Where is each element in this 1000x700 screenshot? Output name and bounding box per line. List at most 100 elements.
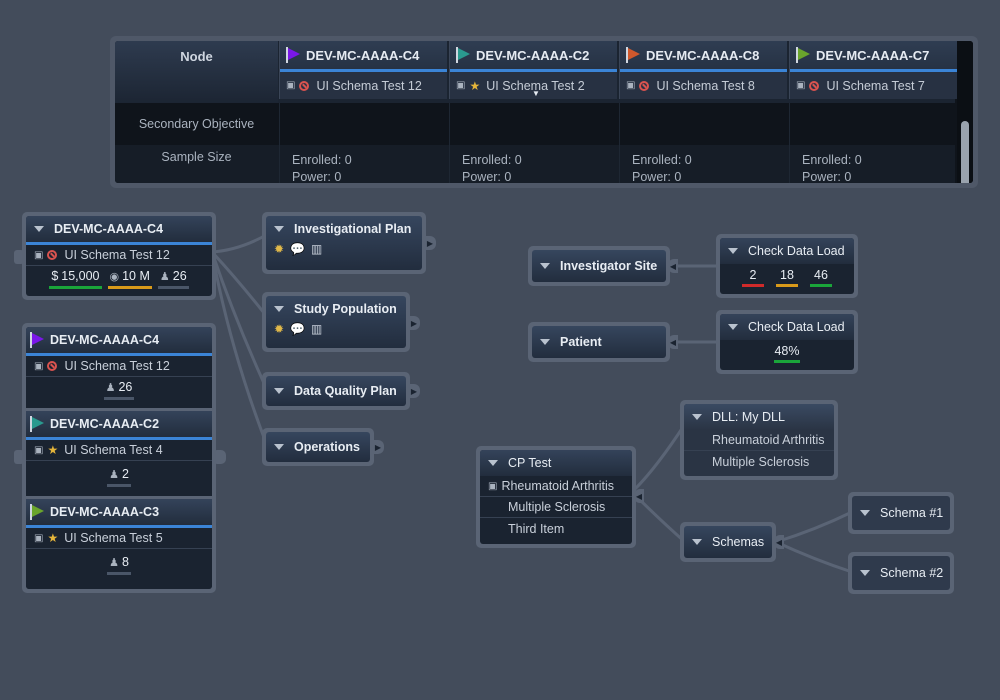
row-label: Sample Size [161, 150, 232, 164]
flag-icon [286, 47, 300, 63]
collapse-icon[interactable] [34, 226, 44, 232]
expand-arrow-icon[interactable]: ▶ [424, 236, 436, 250]
column-header-c2[interactable]: DEV-MC-AAAA-C2 ▣★UI Schema Test 2▼ [449, 41, 617, 99]
progress-value: 48% [774, 344, 800, 358]
people-icon: ♟ [159, 270, 170, 283]
site-title: Patient [560, 335, 602, 349]
power-value: Power: 0 [292, 170, 342, 183]
data-quality-plan-node[interactable]: Data Quality Plan [262, 372, 410, 410]
book-icon[interactable]: ▥ [311, 242, 323, 256]
column-header-c7[interactable]: DEV-MC-AAAA-C7 ▣UI Schema Test 7 [789, 41, 957, 99]
investigational-plan-node[interactable]: Investigational Plan ✹💬▥ [262, 212, 426, 274]
cp-item[interactable]: Rheumatoid Arthritis [501, 479, 615, 493]
scrollbar[interactable] [957, 41, 973, 183]
node-title: DEV-MC-AAAA-C4 [50, 333, 160, 347]
check-data-load-node-1[interactable]: Check Data Load 2 18 46 [716, 234, 858, 298]
collapse-icon[interactable] [274, 306, 284, 312]
collapse-icon[interactable] [728, 248, 738, 254]
cp-item[interactable]: Third Item [508, 521, 565, 536]
flag-icon [30, 416, 44, 432]
comment-icon[interactable]: 💬 [290, 322, 306, 336]
enrolled-value: Enrolled: 0 [802, 153, 862, 167]
flag-icon [626, 47, 640, 63]
check-title: Check Data Load [748, 320, 845, 334]
expand-arrow-icon[interactable]: ▶ [372, 440, 384, 454]
count-value: 8 [121, 555, 129, 569]
column-schema: UI Schema Test 2 [486, 78, 585, 93]
dll-node[interactable]: DLL: My DLL Rheumatoid Arthritis Multipl… [680, 400, 838, 480]
operations-node[interactable]: Operations [262, 428, 374, 466]
patient-node[interactable]: Patient [528, 322, 670, 362]
book-icon[interactable]: ▥ [311, 322, 323, 336]
cp-item[interactable]: Multiple Sclerosis [508, 500, 606, 514]
cp-test-node[interactable]: CP Test ▣Rheumatoid Arthritis Multiple S… [476, 446, 636, 548]
investigator-site-node[interactable]: Investigator Site [528, 246, 670, 286]
database-icon: ◉ [109, 270, 120, 283]
stack-node-c2[interactable]: DEV-MC-AAAA-C2 ▣★UI Schema Test 4 ♟2 [26, 411, 212, 499]
column-schema: UI Schema Test 12 [316, 78, 422, 93]
lock-icon: ▣ [286, 80, 296, 91]
study-population-node[interactable]: Study Population ✹ 💬 ▥ [262, 292, 410, 352]
collapse-icon[interactable] [540, 263, 550, 269]
row-secondary-objective: Secondary Objective [115, 103, 955, 145]
collapse-arrow-icon[interactable]: ◀ [774, 535, 784, 549]
check-data-load-node-2[interactable]: Check Data Load 48% [716, 310, 858, 374]
dll-item[interactable]: Rheumatoid Arthritis [712, 433, 825, 447]
people-icon: ♟ [109, 468, 119, 481]
collapse-icon[interactable] [274, 226, 284, 232]
gear-icon[interactable]: ✹ [274, 242, 285, 256]
count-value: 26 [118, 380, 133, 394]
budget-value: 15,000 [61, 269, 100, 283]
schema-1-node[interactable]: Schema #1 [848, 492, 954, 534]
people-icon: ♟ [109, 556, 119, 569]
stack-node-c4[interactable]: DEV-MC-AAAA-C4 ▣UI Schema Test 12 ♟26 [26, 327, 212, 411]
plan-title: Data Quality Plan [294, 384, 397, 398]
dll-item[interactable]: Multiple Sclerosis [712, 454, 810, 469]
expand-arrow-icon[interactable]: ▶ [408, 384, 420, 398]
count-value: 2 [121, 467, 129, 481]
flag-icon [796, 47, 810, 63]
comment-icon[interactable]: 💬 [290, 242, 306, 256]
collapse-icon[interactable] [274, 444, 284, 450]
collapse-icon[interactable] [692, 539, 702, 545]
share-icon: ▣ [456, 80, 466, 91]
collapse-arrow-icon[interactable]: ◀ [668, 259, 678, 273]
gear-icon[interactable]: ✹ [274, 322, 285, 336]
share-icon: ▣ [34, 444, 44, 456]
column-schema: UI Schema Test 8 [656, 78, 755, 93]
schema-2-node[interactable]: Schema #2 [848, 552, 954, 594]
flag-icon [456, 47, 470, 63]
collapse-icon[interactable] [728, 324, 738, 330]
node-stats: $15,000 ◉10 M ♟26 [26, 266, 212, 290]
schemas-node[interactable]: Schemas [680, 522, 776, 562]
schema-title: Schema #1 [880, 506, 944, 520]
collapse-icon[interactable] [488, 460, 498, 466]
plan-title: Study Population [294, 302, 397, 316]
enrolled-value: Enrolled: 0 [632, 153, 692, 167]
stack-node-c3[interactable]: DEV-MC-AAAA-C3 ▣★UI Schema Test 5 ♟8 [26, 499, 212, 589]
collapse-icon[interactable] [860, 510, 870, 516]
column-title: DEV-MC-AAAA-C4 [306, 47, 420, 63]
lock-icon: ▣ [796, 80, 806, 91]
node-title: DEV-MC-AAAA-C2 [50, 417, 160, 431]
collapse-icon[interactable] [540, 339, 550, 345]
node-stack: DEV-MC-AAAA-C4 ▣UI Schema Test 12 ♟26 DE… [22, 323, 216, 593]
no-entry-icon [639, 80, 650, 91]
expand-arrow-icon[interactable]: ▶ [408, 316, 420, 330]
dropdown-caret-icon[interactable]: ▼ [532, 89, 540, 98]
collapse-icon[interactable] [692, 414, 702, 420]
collapse-icon[interactable] [274, 388, 284, 394]
column-header-c8[interactable]: DEV-MC-AAAA-C8 ▣UI Schema Test 8 [619, 41, 787, 99]
column-schema: UI Schema Test 7 [826, 78, 925, 93]
main-node-card[interactable]: DEV-MC-AAAA-C4 ▣UI Schema Test 12 $15,00… [22, 212, 216, 300]
collapse-arrow-icon[interactable]: ◀ [634, 489, 644, 503]
column-header-c4[interactable]: DEV-MC-AAAA-C4 ▣ UI Schema Test 12 [279, 41, 447, 99]
comparison-panel: Node DEV-MC-AAAA-C4 ▣UI Schema Test 12 D… [110, 36, 978, 188]
collapse-icon[interactable] [860, 570, 870, 576]
scrollbar-thumb[interactable] [961, 121, 969, 183]
collapse-arrow-icon[interactable]: ◀ [668, 335, 678, 349]
power-value: Power: 0 [632, 170, 682, 183]
data-value: 10 M [122, 269, 150, 283]
node-schema: UI Schema Test 12 [64, 248, 170, 262]
count-value: 26 [172, 269, 187, 283]
